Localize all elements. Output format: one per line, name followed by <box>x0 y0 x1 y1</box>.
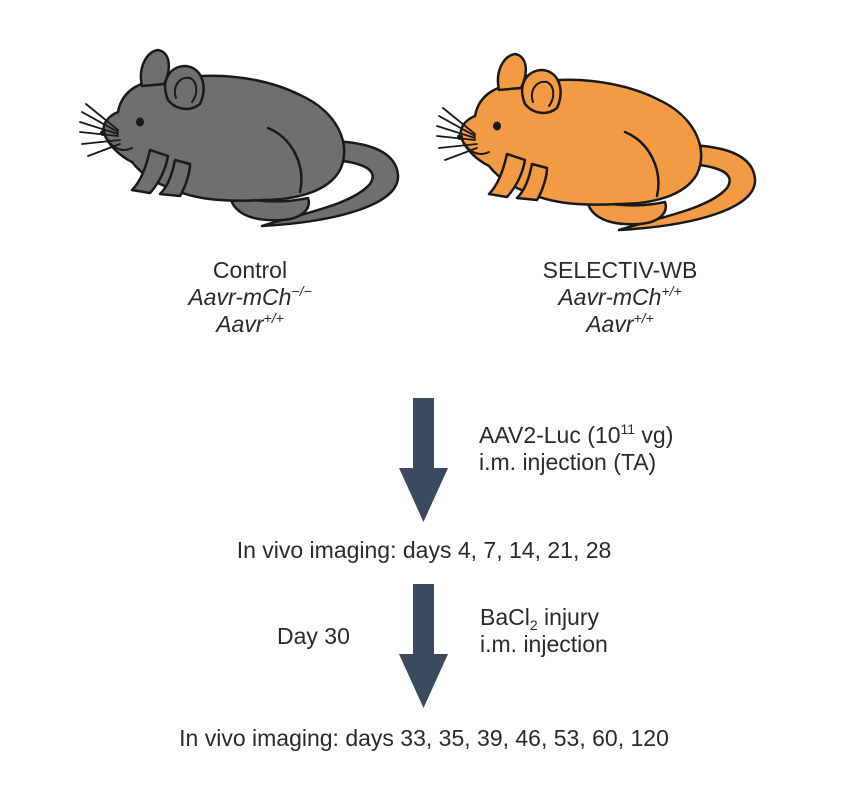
step2-route: i.m. injection <box>480 631 608 657</box>
step2-injury: BaCl2 injury <box>480 604 600 633</box>
control-mouse-illustration <box>78 48 400 228</box>
step2-day: Day 30 <box>277 623 350 649</box>
control-genotype-1: Aavr-mCh−/− <box>188 283 312 310</box>
step2-injury-group: BaCl2 injury i.m. injection <box>480 604 608 658</box>
control-genotype-2: Aavr+/+ <box>216 310 284 337</box>
selectiv-mouse-illustration <box>435 52 757 232</box>
control-label-group: Control Aavr-mCh−/− Aavr+/+ <box>130 257 370 338</box>
selectiv-genotype-1: Aavr-mCh+/+ <box>558 283 682 310</box>
control-title: Control <box>212 257 288 283</box>
step1-imaging: In vivo imaging: days 4, 7, 14, 21, 28 <box>236 537 612 563</box>
step1-treatment: AAV2-Luc (1011 vg) <box>479 421 674 448</box>
down-arrow-1 <box>399 398 448 522</box>
step2-imaging: In vivo imaging: days 33, 35, 39, 46, 53… <box>179 725 669 751</box>
selectiv-genotype-2: Aavr+/+ <box>586 310 654 337</box>
selectiv-title: SELECTIV-WB <box>542 257 698 283</box>
step1-route: i.m. injection (TA) <box>479 449 657 475</box>
selectiv-label-group: SELECTIV-WB Aavr-mCh+/+ Aavr+/+ <box>500 257 740 338</box>
step1-treatment-group: AAV2-Luc (1011 vg) i.m. injection (TA) <box>479 422 673 476</box>
down-arrow-2 <box>399 584 448 708</box>
